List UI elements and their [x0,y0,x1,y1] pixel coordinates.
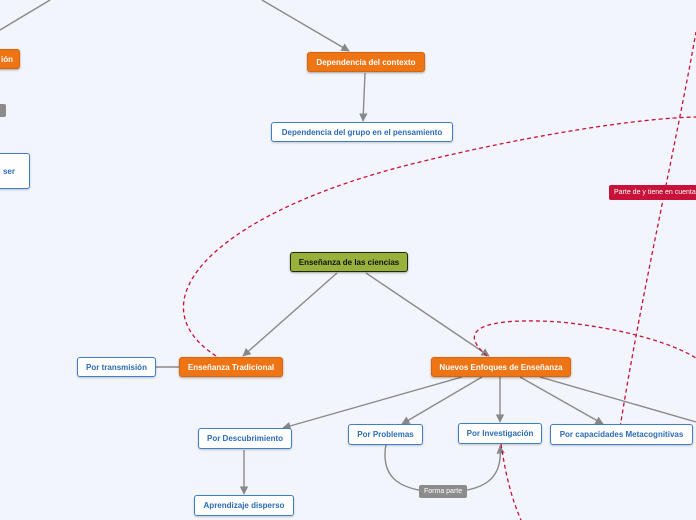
relation-label-forma-parte-text: Forma parte [424,488,463,495]
connector-nuevos-to-offscreen [539,376,696,423]
node-central[interactable]: Enseñanza de las ciencias [290,252,408,272]
partial-left-blue-label: ser [2,166,15,176]
node-ensenanza-tradicional[interactable]: Enseñanza Tradicional [179,357,283,377]
connector-central-to-tradicional [242,272,338,357]
node-por-transmision-label: Por transmisión [86,362,147,372]
connector-top-left [0,0,51,31]
node-por-problemas-label: Por Problemas [357,430,414,439]
relation-line-tradicional-loop [182,116,696,357]
node-por-transmision[interactable]: Por transmisión [77,357,156,377]
relation-label-parte-de[interactable]: Parte de y tiene en cuenta [609,185,696,200]
connector-to-dependencia-contexto [261,0,350,52]
node-por-problemas[interactable]: Por Problemas [348,424,423,445]
node-por-descubrimiento[interactable]: Por Descubrimiento [198,428,292,449]
connector-contexto-to-grupo [359,72,368,122]
node-aprendizaje-disperso-label: Aprendizaje disperso [203,501,285,510]
node-dependencia-grupo-label: Dependencia del grupo en el pensamiento [281,127,443,137]
partial-left-blue-node[interactable]: ser [0,153,30,189]
node-aprendizaje-disperso[interactable]: Aprendizaje disperso [194,495,294,516]
connector-nuevos-to-capacidades [519,376,604,425]
node-por-investigacion[interactable]: Por Investigación [458,423,542,444]
partial-left-gray-label [0,104,6,117]
node-por-descubrimiento-label: Por Descubrimiento [206,434,283,443]
node-nuevos-enfoques[interactable]: Nuevos Enfoques de Enseñanza [431,357,571,377]
connector-nuevos-to-descubrimiento [282,376,463,430]
node-por-capacidades[interactable]: Por capacidades Metacognitivas [550,424,693,445]
node-central-label: Enseñanza de las ciencias [298,257,400,267]
node-por-capacidades-label: Por capacidades Metacognitivas [559,430,684,439]
relation-line-investigacion-down [500,443,522,520]
node-dependencia-grupo[interactable]: Dependencia del grupo en el pensamiento [271,122,453,142]
relation-label-parte-de-text: Parte de y tiene en cuenta [614,189,696,196]
partial-left-orange-node[interactable]: ión [0,49,20,69]
relation-line-vertical-right [618,31,696,435]
connector-central-to-nuevos [365,272,490,357]
node-por-investigacion-label: Por Investigación [466,429,534,438]
node-nuevos-enfoques-label: Nuevos Enfoques de Enseñanza [439,362,563,372]
partial-left-orange-label: ión [1,54,13,64]
node-dependencia-contexto[interactable]: Dependencia del contexto [307,52,425,72]
node-dependencia-contexto-label: Dependencia del contexto [316,57,416,67]
relation-line-nuevos-loop [473,320,696,359]
node-ensenanza-tradicional-label: Enseñanza Tradicional [187,362,275,372]
connector-nuevos-to-problemas [401,376,483,425]
relation-label-forma-parte[interactable]: Forma parte [419,485,468,498]
